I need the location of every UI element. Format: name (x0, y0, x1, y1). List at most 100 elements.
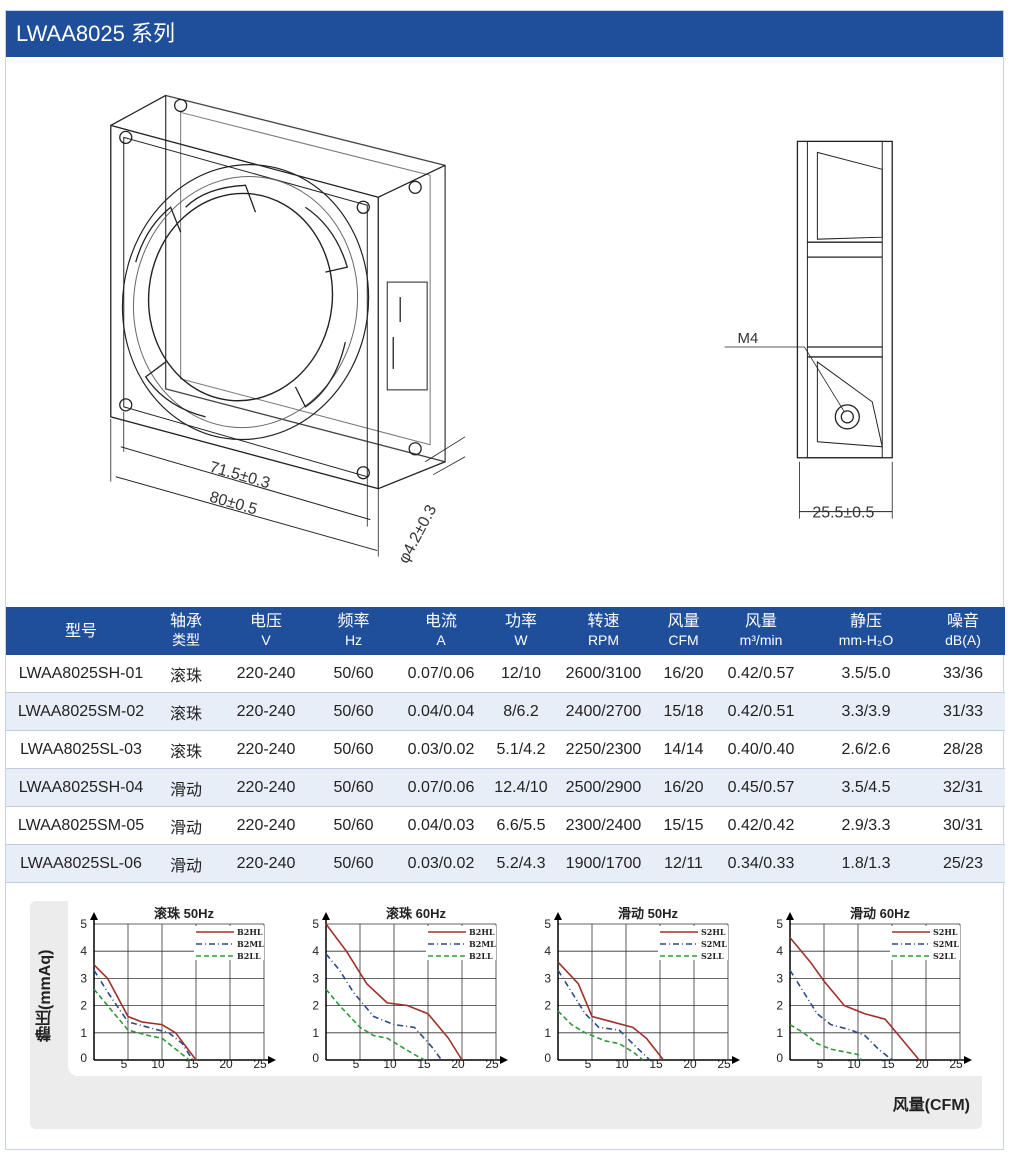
table-cell: 50/60 (316, 844, 391, 883)
legend-label: B2LL (469, 951, 493, 961)
table-cell: 220-240 (216, 844, 316, 883)
series-line-s2ml (789, 969, 893, 1061)
table-cell: 0.03/0.02 (391, 730, 491, 769)
table-cell: 6.6/5.5 (491, 806, 551, 845)
y-tick-label: 3 (80, 971, 87, 985)
table-cell: LWAA8025SL-03 (6, 730, 156, 769)
table-cell: 0.34/0.33 (711, 844, 811, 883)
y-tick-label: 1 (80, 1026, 87, 1040)
legend-label: B2ML (469, 939, 496, 949)
chart-title: 滚珠 50Hz (154, 906, 214, 921)
y-tick-label: 5 (312, 917, 319, 931)
datasheet-page: LWAA8025 系列 (5, 10, 1005, 1150)
column-header: 型号 (6, 607, 156, 655)
table-cell: 滑动 (156, 844, 216, 883)
legend-label: B2HL (469, 927, 495, 937)
legend-label: S2LL (933, 951, 956, 961)
y-tick-label: 4 (776, 944, 783, 958)
chart-title: 滚珠 60Hz (386, 906, 446, 921)
table-cell: 0.04/0.03 (391, 806, 491, 845)
x-axis-arrow (732, 1056, 740, 1064)
x-tick-label: 10 (615, 1057, 629, 1071)
series-line-s2ll (789, 1023, 863, 1061)
column-header: 噪音 dB(A) (921, 607, 1005, 655)
x-tick-label: 25 (485, 1057, 499, 1071)
table-cell: 12/11 (656, 844, 711, 883)
x-tick-label: 25 (253, 1057, 267, 1071)
column-header-unit: CFM (668, 632, 699, 648)
column-header-unit: m³/min (739, 632, 783, 648)
table-cell: 5.1/4.2 (491, 730, 551, 769)
y-tick-label: 3 (312, 971, 319, 985)
x-tick-label: 20 (683, 1057, 697, 1071)
table-cell: 1900/1700 (551, 844, 656, 883)
table-cell: 0.03/0.02 (391, 844, 491, 883)
table-cell: LWAA8025SM-05 (6, 806, 156, 845)
x-tick-label: 20 (219, 1057, 233, 1071)
table-cell: 0.42/0.42 (711, 806, 811, 845)
table-cell: 33/36 (921, 655, 1005, 693)
fan-drawing: 71.5±0.3 80±0.5 φ4.2±0.3 M4 25.5±0.5 (110, 94, 893, 566)
column-header-title: 功率 (504, 613, 537, 630)
table-cell: 2400/2700 (551, 692, 656, 731)
y-axis-arrow (786, 912, 794, 920)
table-cell: 2600/3100 (551, 655, 656, 693)
table-cell: 25/23 (921, 844, 1005, 883)
table-cell: 12.4/10 (491, 768, 551, 807)
table-cell: LWAA8025SM-02 (6, 692, 156, 731)
chart-title: 滑动 50Hz (618, 906, 678, 921)
legend-label: B2HL (237, 927, 263, 937)
legend-label: S2ML (933, 939, 959, 949)
y-axis-arrow (322, 912, 330, 920)
table-cell: 50/60 (316, 806, 391, 845)
column-header-title: 轴承 (169, 613, 202, 630)
column-header-unit: V (261, 632, 271, 648)
x-tick-label: 5 (585, 1057, 592, 1071)
y-tick-label: 2 (312, 999, 319, 1013)
table-cell: 0.07/0.06 (391, 768, 491, 807)
series-line-b2ml (93, 969, 194, 1061)
table-cell: LWAA8025SH-04 (6, 768, 156, 807)
column-header-unit: dB(A) (945, 632, 981, 648)
column-header-title: 静压 (849, 613, 882, 630)
column-header-title: 电流 (424, 613, 457, 630)
column-header-title: 转速 (587, 613, 620, 630)
y-tick-label: 4 (80, 944, 87, 958)
x-tick-label: 15 (417, 1057, 431, 1071)
table-cell: 0.04/0.04 (391, 692, 491, 731)
screw-label: M4 (738, 330, 759, 347)
x-tick-label: 0 (776, 1051, 783, 1065)
column-header: 轴承类型 (156, 607, 216, 655)
table-cell: 0.42/0.51 (711, 692, 811, 731)
legend-label: B2LL (237, 951, 261, 961)
y-tick-label: 2 (776, 999, 783, 1013)
x-tick-label: 0 (544, 1051, 551, 1065)
series-line-b2hl (93, 964, 197, 1061)
column-header-title: 噪音 (946, 613, 979, 630)
table-cell: 2.6/2.6 (811, 730, 921, 769)
table-cell: 16/20 (656, 655, 711, 693)
table-cell: 50/60 (316, 768, 391, 807)
legend-label: S2HL (701, 927, 726, 937)
x-tick-label: 0 (80, 1051, 87, 1065)
y-tick-label: 5 (80, 917, 87, 931)
dim-depth-label: 25.5±0.5 (812, 505, 874, 522)
column-header-unit: Hz (344, 632, 363, 648)
table-cell: 14/14 (656, 730, 711, 769)
table-cell: 滑动 (156, 768, 216, 807)
x-tick-label: 10 (383, 1057, 397, 1071)
column-header-title: 风量 (744, 613, 777, 630)
x-tick-label: 10 (151, 1057, 165, 1071)
page-title: LWAA8025 系列 (6, 11, 1003, 57)
table-cell: 3.5/5.0 (811, 655, 921, 693)
